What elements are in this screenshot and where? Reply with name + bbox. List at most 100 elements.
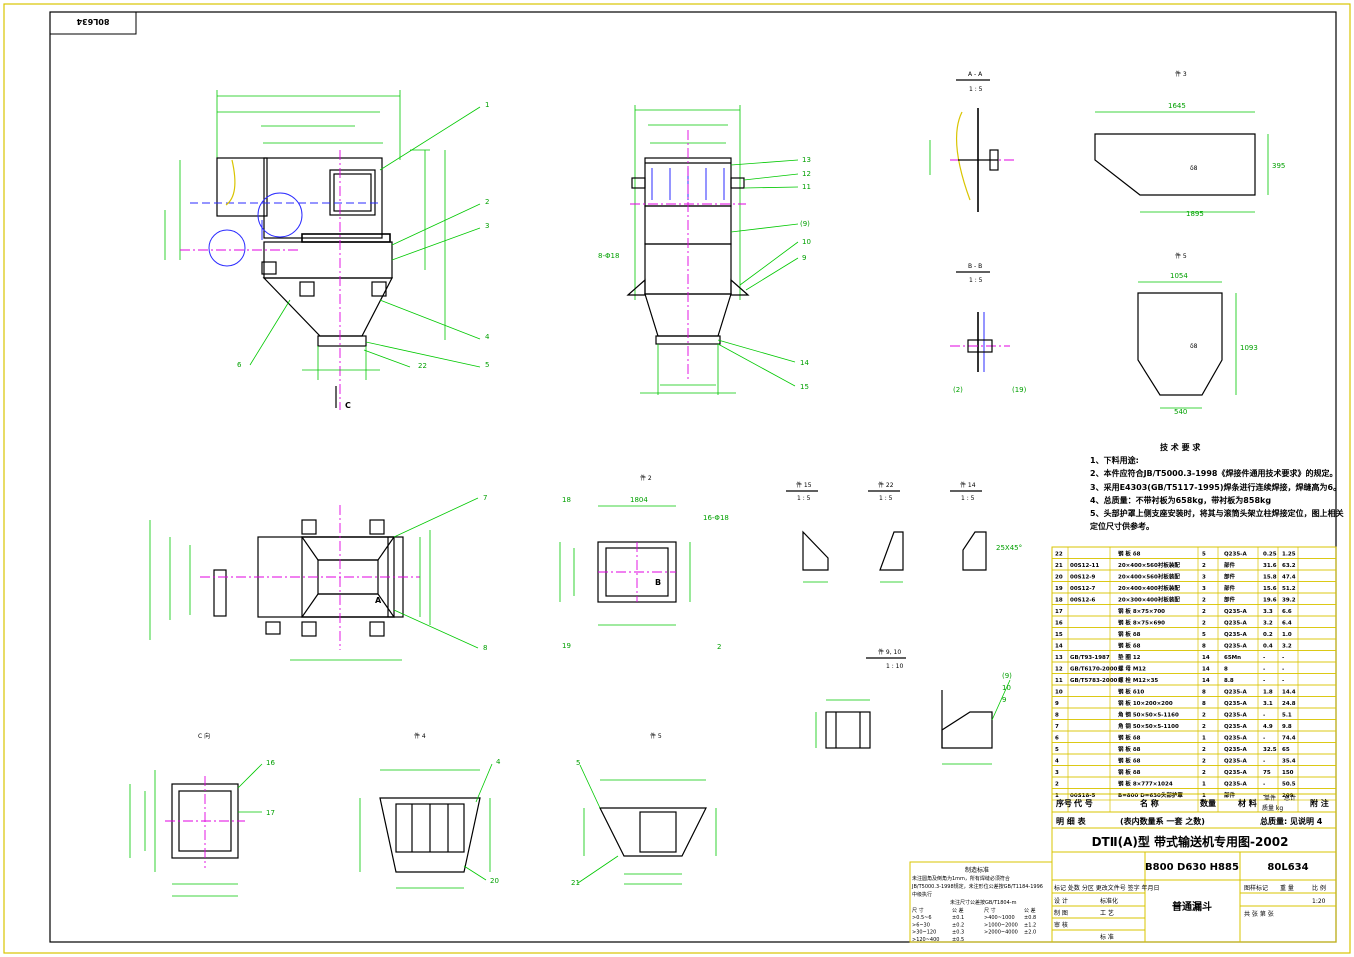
callout-13: 13: [802, 156, 811, 164]
part9-10-view: 件 9, 10 1 : 10 (9) 10 9: [815, 648, 1012, 765]
front-view: C: [164, 90, 446, 410]
part3-view: 件 3 1645 1895 395 δ8: [1094, 70, 1285, 218]
callout-4: 4: [485, 333, 490, 341]
bom-cell: 1.0: [1282, 632, 1292, 638]
callout-22: 22: [418, 362, 427, 370]
bom-cell: 20×300×400衬板装配: [1118, 596, 1180, 604]
bom-cell: 14: [1202, 655, 1210, 661]
callout-21: 21: [571, 879, 580, 887]
bom-cell: 6: [1055, 736, 1059, 742]
part3-dim-top: 1645: [1168, 102, 1186, 110]
part5-top-view: 件 5 1054 540 1093 δ8: [1137, 252, 1258, 416]
bom-h-unit: 单件: [1264, 794, 1276, 802]
callout-5: 5: [485, 361, 489, 369]
side-view: 8-Φ18: [598, 105, 750, 395]
bom-cell: 31.6: [1263, 563, 1277, 569]
tol-cell: >1000~2000: [984, 922, 1018, 928]
callout-14: 14: [800, 359, 809, 367]
bom-cell: 8: [1224, 667, 1228, 673]
part14-chamfer: 25X45°: [996, 544, 1022, 552]
tech-req-1: 1、下料用途:: [1090, 455, 1139, 465]
label-approve: 标 准: [1100, 933, 1114, 941]
bom-cell: 21: [1055, 563, 1063, 569]
notes-block: 制造标准 未注圆角及倒角为1mm，所有焊缝必须符合 JB/T5000.3-199…: [909, 861, 1053, 943]
bom-cell: 12: [1055, 667, 1063, 673]
bom-cell: 17: [1055, 609, 1063, 615]
bom-cell: 钢 板 δ8: [1118, 745, 1141, 753]
bom-cell: -: [1263, 736, 1265, 742]
bom-cell: 65: [1282, 747, 1290, 753]
section-bb-view: B - B 1 : 5 (2) (19): [950, 263, 1027, 394]
bom-cell: 8: [1055, 713, 1059, 719]
tol-cell: ±0.2: [952, 922, 964, 928]
callout-10-b: 10: [1002, 684, 1011, 692]
inner-frame: [49, 11, 1337, 943]
tol-cell: 尺 寸: [984, 907, 996, 914]
bom-cell: 螺 栓 M12×35: [1118, 676, 1158, 684]
bom-h-code: 代 号: [1073, 798, 1093, 808]
bom-cell: 部件: [1224, 596, 1236, 604]
bom-cell: 47.4: [1282, 575, 1296, 581]
bom-cell: 75: [1263, 770, 1271, 776]
bom-cell: Q235-A: [1224, 747, 1247, 753]
part14-scale: 1 : 5: [961, 495, 975, 502]
callout-2p: (2): [953, 386, 963, 394]
bom-row: [1051, 742, 1337, 755]
bom-cell: 16: [1055, 621, 1063, 627]
bom-cell: 2: [1202, 621, 1206, 627]
svg-text:4: 4: [496, 758, 501, 766]
bom-cell: 部件: [1224, 584, 1236, 592]
scale: 1:20: [1312, 898, 1326, 905]
callout-20: 20: [490, 877, 499, 885]
bom-h-qty: 数量: [1200, 798, 1216, 808]
bom-cell: 钢 板 δ8: [1118, 550, 1141, 558]
bom-cell: 0.2: [1263, 632, 1273, 638]
tol-cell: >0.5~6: [912, 915, 932, 921]
tol-cell: >120~400: [912, 937, 939, 943]
series-title: DTⅡ(A)型 带式输送机专用图-2002: [1092, 834, 1289, 849]
callout-16: 16: [266, 759, 275, 767]
bom-cell: 00S12-7: [1070, 586, 1096, 592]
bom-cell: Q235-A: [1224, 782, 1247, 788]
notes-line-1: 未注圆角及倒角为1mm，所有焊缝必须符合: [912, 875, 1010, 882]
notes-title: 制造标准: [965, 866, 989, 874]
bom-cell: 20: [1055, 575, 1063, 581]
tol-title: 未注尺寸公差按GB/T1804-m: [950, 899, 1017, 906]
part5-top-thk: δ8: [1190, 343, 1198, 350]
label-check: 审 核: [1054, 921, 1068, 929]
bom-cell: -: [1282, 655, 1284, 661]
bom-cell: 部件: [1224, 573, 1236, 581]
tech-req-4: 4、总质量：不带衬板为658kg，带衬板为858kg: [1090, 495, 1271, 505]
bom-cell: 63.2: [1282, 563, 1296, 569]
bom-row: [1051, 638, 1337, 651]
svg-text:(19): (19): [1012, 386, 1027, 394]
bom-cell: 5: [1202, 632, 1206, 638]
tech-requirements: 技 术 要 求 1、下料用途: 2、本件应符合JB/T5000.3-1998《焊…: [1089, 442, 1344, 531]
bom-row: [1051, 627, 1337, 640]
label-rev: 标记 处数 分区 更改文件号 签字 年月日: [1054, 884, 1160, 892]
bom-cell: Q235-A: [1224, 552, 1247, 558]
bom-cell: 74.4: [1282, 736, 1296, 742]
bom-cell: -: [1263, 782, 1265, 788]
bom-cell: -: [1282, 678, 1284, 684]
bom-cell: 螺 母 M12: [1118, 665, 1146, 673]
bom-cell: 11: [1055, 678, 1063, 684]
section-aa-title: A - A: [968, 71, 983, 78]
part14-title: 件 14: [960, 481, 976, 489]
bom-cell: Q235-A: [1224, 770, 1247, 776]
bom-cell: 8: [1202, 701, 1206, 707]
bom-cell: -: [1263, 678, 1265, 684]
bom-cell: 150: [1282, 770, 1294, 776]
callout-2: 2: [485, 198, 489, 206]
bom-cell: 3.3: [1263, 609, 1273, 615]
bom-cell: 垫 圈 12: [1118, 653, 1141, 661]
callout-17: 17: [266, 809, 275, 817]
bom-cell: 7: [1055, 724, 1059, 730]
part15-view: 件 15 1 : 5: [786, 481, 829, 583]
bom-cell: 3: [1202, 586, 1206, 592]
tech-req-5: 5、头部护罩上侧支座安装时，将其与滚筒头架立柱焊接定位，图上相关: [1090, 508, 1344, 518]
callout-9p: (9): [800, 220, 810, 228]
label-sheets: 共 张 第 张: [1244, 910, 1274, 918]
flipped-drawing-number: 80L634: [76, 17, 109, 26]
